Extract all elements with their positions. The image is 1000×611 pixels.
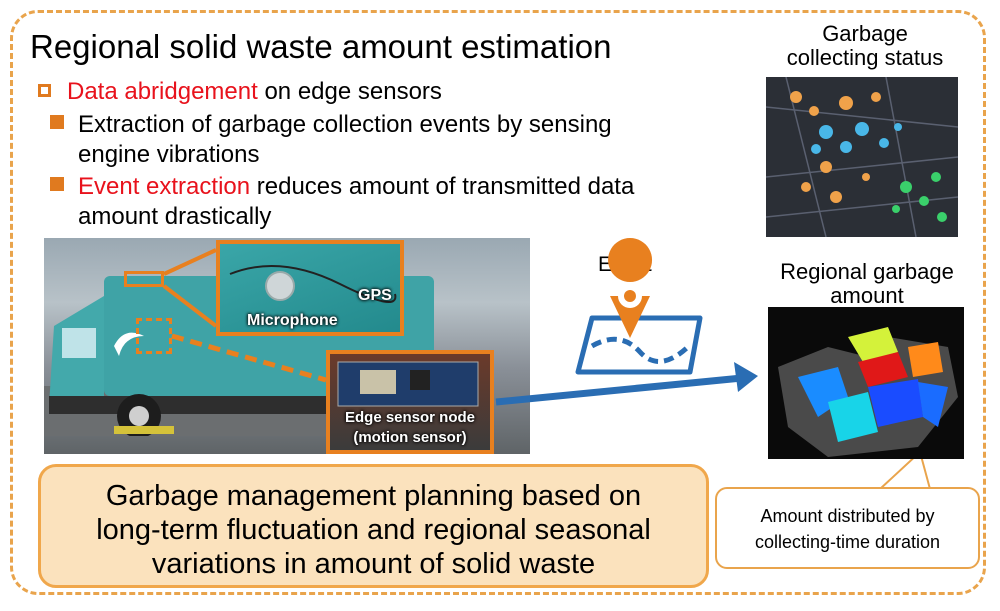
bullet-data-abridgement: Data abridgement on edge sensors xyxy=(38,78,442,106)
edge-sensor-inset xyxy=(326,350,494,454)
gps-label: GPS xyxy=(358,287,392,304)
connector-lines xyxy=(162,248,327,383)
sub-bullet-line: amount drastically xyxy=(78,203,272,230)
dashed-frame xyxy=(10,10,986,595)
gps-location-marker xyxy=(124,271,164,287)
sensor-location-marker xyxy=(136,318,172,354)
collection-points-map xyxy=(766,77,958,237)
sub-bullet-line: Extraction of garbage collection events … xyxy=(78,111,612,138)
regional-garbage-amount-map xyxy=(768,307,964,459)
regional-amount-title-line: amount xyxy=(830,283,904,308)
sub-bullet-highlight: Event extraction xyxy=(78,173,251,200)
sub-bullet-event-extraction: Event extraction reduces amount of trans… xyxy=(50,172,750,232)
planning-summary-box: Garbage management planning based on lon… xyxy=(38,464,709,588)
microphone-icon xyxy=(229,265,397,303)
page-title: Regional solid waste amount estimation xyxy=(30,28,612,65)
summary-line: Garbage management planning based on xyxy=(105,480,642,512)
event-map-icon xyxy=(575,315,703,375)
circuit-board-icon xyxy=(337,361,479,407)
summary-line: variations in amount of solid waste xyxy=(151,548,596,580)
collecting-status-title-line: Garbage xyxy=(822,21,908,46)
edge-sensor-label: Edge sensor node (motion sensor) xyxy=(330,408,490,448)
callout-line: collecting-time duration xyxy=(754,532,941,552)
filled-square-bullet-icon xyxy=(50,177,64,191)
bullet-highlight: Data abridgement xyxy=(67,78,258,105)
edge-sensor-label-line: Edge sensor node xyxy=(344,409,476,426)
sub-bullet-extraction: Extraction of garbage collection events … xyxy=(50,110,750,170)
regional-amount-title: Regional garbage amount xyxy=(762,260,972,308)
sub-bullet-line: reduces amount of transmitted data xyxy=(250,173,635,200)
summary-line: long-term fluctuation and regional seaso… xyxy=(96,514,651,546)
regional-amount-title-line: Regional garbage xyxy=(780,259,954,284)
collecting-status-title: Garbage collecting status xyxy=(770,22,960,70)
filled-square-bullet-icon xyxy=(50,115,64,129)
amount-distribution-callout: Amount distributed by collecting-time du… xyxy=(715,487,980,569)
bullet-text: on edge sensors xyxy=(257,78,442,105)
microphone-label: Microphone xyxy=(247,312,338,329)
regional-heatmap xyxy=(778,327,958,457)
garbage-truck-photo: GPS Microphone Edge sensor node (motion … xyxy=(44,238,530,454)
data-flow-arrow xyxy=(495,362,758,406)
sub-bullet-line: engine vibrations xyxy=(78,141,260,168)
collecting-status-title-line: collecting status xyxy=(786,45,944,70)
gps-microphone-inset xyxy=(216,240,404,336)
hollow-square-bullet-icon xyxy=(38,84,51,97)
location-pin-icon xyxy=(608,238,653,338)
callout-line: Amount distributed by xyxy=(760,506,935,526)
edge-sensor-label-line: (motion sensor) xyxy=(353,429,467,446)
garbage-collecting-status-map xyxy=(766,77,958,237)
